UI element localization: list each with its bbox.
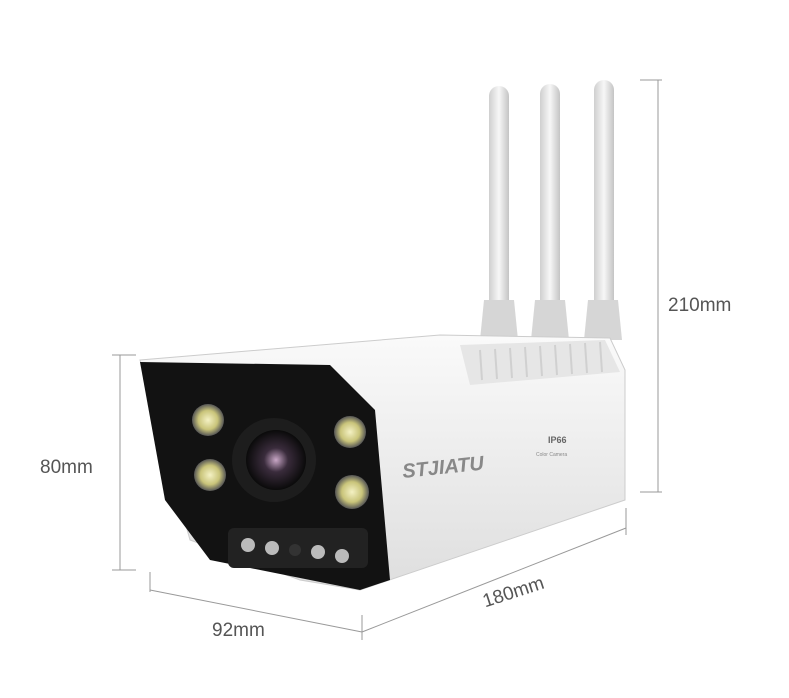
camera-subtitle: Color Camera [536,452,567,458]
width-label: 92mm [212,620,265,641]
led-lights [192,404,369,509]
vents [479,341,603,381]
dimension-lines [112,79,662,640]
ir-sensors [241,538,349,563]
ip-rating: IP66 [548,435,567,445]
antennas [480,80,622,340]
light-sensor [289,544,301,556]
lens [246,430,306,490]
height-body-label: 80mm [40,457,93,478]
height-total-label: 210mm [668,295,732,316]
